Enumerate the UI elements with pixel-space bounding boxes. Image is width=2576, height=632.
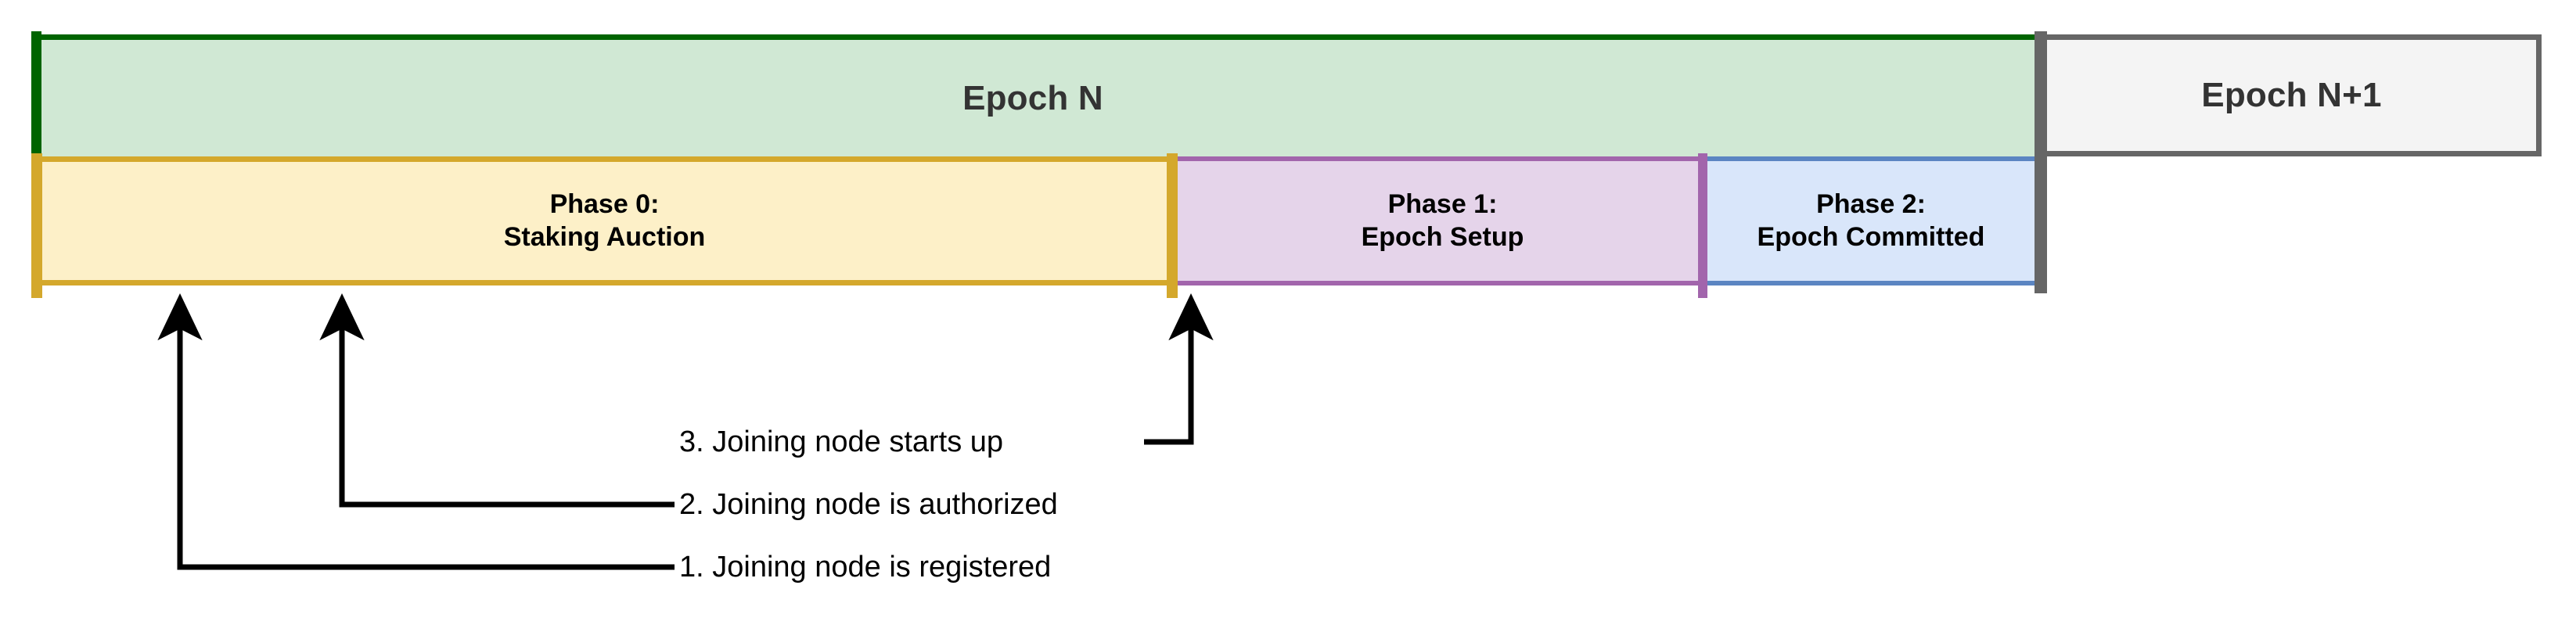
phase-0-end-marker (1167, 153, 1178, 298)
leader-line-2 (319, 293, 675, 508)
annotation-3-label: 3. Joining node starts up (679, 426, 1004, 458)
annotation-1-label: 1. Joining node is registered (679, 551, 1052, 584)
epoch-start-marker (31, 31, 41, 158)
phase-0-number: Phase 0: (549, 189, 660, 220)
phase-1-number: Phase 1: (1387, 189, 1498, 220)
epoch-n-plus-1-box: Epoch N+1 (2047, 34, 2542, 156)
phase-2-number: Phase 2: (1816, 189, 1926, 220)
phase-0-name: Staking Auction (503, 221, 706, 252)
annotation-2-label: 2. Joining node is authorized (679, 488, 1058, 521)
phase-1-box: Phase 1: Epoch Setup (1178, 156, 1707, 285)
phase-1-end-marker (1698, 153, 1707, 298)
leader-line-1 (157, 293, 675, 570)
epoch-n-plus-1-label: Epoch N+1 (2201, 76, 2382, 114)
phase-0-start-marker (31, 153, 42, 298)
phase-0-box: Phase 0: Staking Auction (31, 156, 1178, 285)
epoch-boundary-divider (2035, 31, 2047, 293)
leader-line-3 (1144, 293, 1214, 445)
epoch-n-box: Epoch N (31, 34, 2035, 156)
epoch-n-label: Epoch N (962, 78, 1103, 117)
phase-2-name: Epoch Committed (1757, 221, 1985, 252)
phase-1-name: Epoch Setup (1361, 221, 1524, 252)
phase-2-box: Phase 2: Epoch Committed (1707, 156, 2035, 285)
